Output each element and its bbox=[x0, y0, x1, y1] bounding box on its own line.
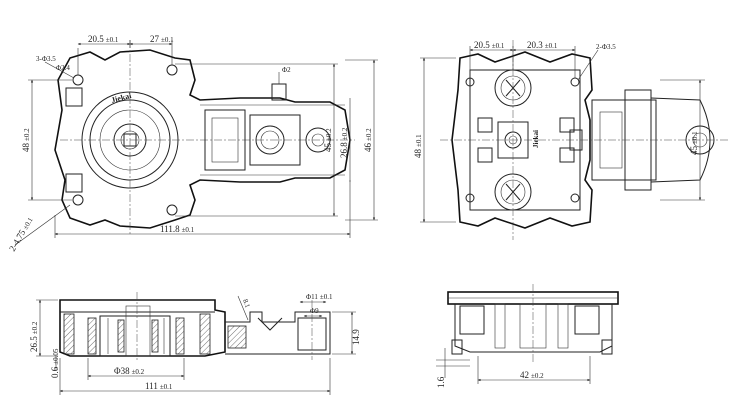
dim-14-9: 14.9 bbox=[351, 329, 361, 345]
svg-text:111.8±0.1: 111.8±0.1 bbox=[160, 224, 195, 234]
dim-48-left: 48 bbox=[21, 143, 31, 153]
dim-phi9: Φ9 bbox=[310, 307, 319, 315]
dim-45-left: 45 bbox=[323, 143, 333, 153]
svg-text:46±0.2: 46 ±0.2 bbox=[363, 128, 373, 152]
svg-text:45±0.1: 45 ±0.1 bbox=[689, 131, 699, 155]
svg-text:111±0.1: 111±0.1 bbox=[145, 381, 173, 391]
tol-46: ±0.2 bbox=[365, 128, 373, 141]
dim-45-right: 45 bbox=[689, 146, 699, 156]
tol-48-right: ±0.1 bbox=[415, 134, 423, 147]
dim-phi38: Φ38 bbox=[114, 366, 130, 376]
svg-text:26.5±0.2: 26.5 ±0.2 bbox=[29, 321, 39, 352]
dim-20-5-right: 20.5 bbox=[474, 40, 490, 50]
brand-label-right: Jiekai bbox=[532, 130, 540, 148]
tol-phi11: ±0.1 bbox=[320, 293, 333, 301]
dim-2r4-75: 2-4.75 bbox=[7, 227, 28, 253]
tol-20-5-right: ±0.1 bbox=[492, 42, 505, 50]
tol-48-left: ±0.2 bbox=[23, 128, 31, 141]
tol-26-8: ±0.2 bbox=[341, 127, 349, 140]
svg-text:Φ11±0.1: Φ11±0.1 bbox=[306, 293, 333, 301]
svg-text:Φ38±0.2: Φ38±0.2 bbox=[114, 366, 145, 376]
tol-45-left: ±0.2 bbox=[325, 128, 333, 141]
dim-26-5: 26.5 bbox=[29, 336, 39, 352]
brand-label-left: Jiekai bbox=[110, 91, 133, 105]
bottom-right-view: 1.6 42±0.2 bbox=[436, 284, 619, 388]
dim-0-6: 0.6 bbox=[50, 366, 60, 378]
dim-42: 42 bbox=[520, 370, 529, 380]
dim-20-5-left: 20.5 bbox=[88, 34, 104, 44]
svg-text:20.3±0.1: 20.3±0.1 bbox=[527, 40, 558, 50]
dim-1-6: 1.6 bbox=[436, 376, 446, 388]
tol-20-3: ±0.1 bbox=[545, 42, 558, 50]
svg-text:45±0.2: 45 ±0.2 bbox=[323, 128, 333, 152]
dim-8-1: 8.1 bbox=[241, 298, 252, 309]
svg-text:42±0.2: 42±0.2 bbox=[520, 370, 544, 380]
tol-27: ±0.1 bbox=[161, 36, 174, 44]
tol-111: ±0.1 bbox=[160, 383, 173, 391]
dim-3phi3-5: 3-Φ3.5 bbox=[36, 55, 56, 63]
dim-46: 46 bbox=[363, 143, 373, 153]
dim-2phi3-5: 2-Φ3.5 bbox=[596, 43, 616, 51]
dim-phi2: Φ2 bbox=[282, 66, 291, 74]
tol-20-5-left: ±0.1 bbox=[106, 36, 119, 44]
svg-text:48±0.1: 48 ±0.1 bbox=[413, 134, 423, 158]
svg-text:26.8±0.2: 26.8 ±0.2 bbox=[339, 127, 349, 158]
dim-48-right: 48 bbox=[413, 149, 423, 159]
dim-27: 27 bbox=[150, 34, 160, 44]
tol-0-6: ±0.05 bbox=[52, 348, 60, 365]
dim-20-3: 20.3 bbox=[527, 40, 543, 50]
tol-26-5: ±0.2 bbox=[31, 321, 39, 334]
svg-text:48±0.2: 48 ±0.2 bbox=[21, 128, 31, 152]
svg-text:0.6±0.05: 0.6±0.05 bbox=[50, 348, 60, 378]
bottom-left-view: 26.5±0.2 0.6±0.05 Φ38±0.2 111±0.1 Φ11±0.… bbox=[29, 292, 361, 395]
dim-phi2-4: Φ2.4 bbox=[56, 64, 70, 72]
svg-text:20.5±0.1: 20.5±0.1 bbox=[474, 40, 505, 50]
dim-111-8: 111.8 bbox=[160, 224, 180, 234]
tol-42: ±0.2 bbox=[531, 372, 544, 380]
tol-phi38: ±0.2 bbox=[132, 368, 145, 376]
tol-2r4-75: ±0.1 bbox=[21, 216, 34, 231]
svg-text:27±0.1: 27±0.1 bbox=[150, 34, 174, 44]
tol-45-right: ±0.1 bbox=[691, 131, 699, 144]
dim-111: 111 bbox=[145, 381, 158, 391]
top-left-view: Jiekai 20.5±0.1 27±0.1 3-Φ3.5 Φ2.4 Φ2 48… bbox=[7, 34, 378, 253]
svg-text:20.5±0.1: 20.5±0.1 bbox=[88, 34, 119, 44]
dim-26-8: 26.8 bbox=[339, 142, 349, 158]
dim-phi11: Φ11 bbox=[306, 293, 318, 301]
tol-111-8: ±0.1 bbox=[182, 226, 195, 234]
top-right-view: Jiekai 20.5±0.1 20.3±0.1 2-Φ3.5 48±0.1 4… bbox=[413, 40, 730, 240]
